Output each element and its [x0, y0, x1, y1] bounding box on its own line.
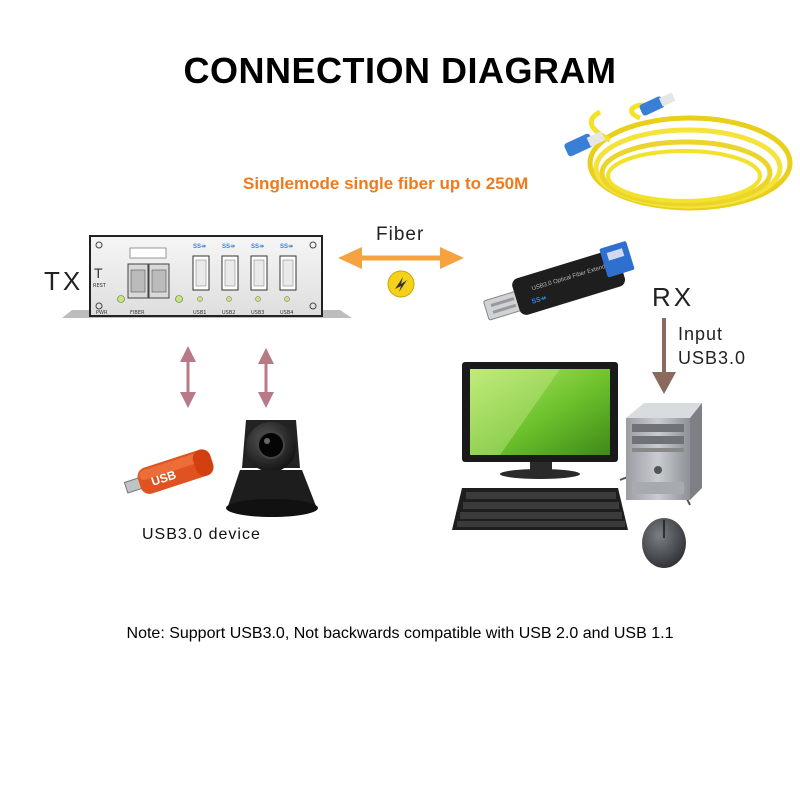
usb-port-1: SS⇸ USB1: [192, 244, 210, 316]
svg-text:SS⇸: SS⇸: [193, 244, 206, 250]
keyboard-icon: [452, 488, 628, 530]
rx-label: RX: [652, 282, 695, 312]
pwr-led-icon: [117, 295, 125, 303]
input-label-line2: USB3.0: [678, 348, 747, 368]
svg-text:USB2: USB2: [222, 310, 235, 316]
usb-port-4: SS⇸ USB4: [279, 244, 297, 316]
usb-port-3: SS⇸ USB3: [250, 244, 268, 316]
fiber-label: Fiber: [376, 224, 425, 245]
fiber-patch-cable: [564, 92, 793, 211]
input-label-line1: Input: [678, 324, 724, 344]
diagram-title: CONNECTION DIAGRAM: [183, 50, 617, 91]
tx-rest-label: REST: [93, 283, 107, 289]
tx-fiber-label: FIBER: [130, 310, 145, 316]
svg-text:SS⇸: SS⇸: [280, 244, 293, 250]
usb-device-label: USB3.0 device: [142, 526, 261, 543]
monitor-icon: [462, 362, 618, 479]
fiber-distance-note: Singlemode single fiber up to 250M: [243, 174, 529, 193]
input-usb-label: Input USB3.0: [678, 322, 746, 370]
usb-stick-link-arrow: [180, 346, 196, 408]
usb-stick-icon: USB: [123, 449, 214, 494]
compatibility-note: Note: Support USB3.0, Not backwards comp…: [126, 625, 674, 642]
svg-text:USB3: USB3: [251, 310, 264, 316]
tx-panel-t-label: T: [94, 265, 103, 281]
rx-usb-fiber-dongle: USB3.0 Optical Fiber Extender SS⇸: [483, 241, 635, 321]
svg-text:SS⇸: SS⇸: [531, 295, 548, 306]
pc-tower-icon: [626, 403, 702, 500]
camera-link-arrow: [258, 348, 274, 408]
ptz-camera-icon: [226, 420, 318, 517]
svg-text:SS⇸: SS⇸: [251, 244, 264, 250]
input-usb-arrow: [652, 318, 676, 394]
svg-text:USB4: USB4: [280, 310, 293, 316]
usb-port-2: SS⇸ USB2: [221, 244, 239, 316]
svg-text:SS⇸: SS⇸: [222, 244, 235, 250]
fiber-link-arrow: [338, 247, 464, 269]
tx-label: TX: [44, 266, 84, 296]
svg-text:USB1: USB1: [193, 310, 206, 316]
tx-pwr-label: PWR: [96, 310, 108, 316]
fiber-link-icon: [387, 270, 415, 298]
tx-device-panel: T REST PWR FIBER SS⇸ USB1 SS⇸ USB2 SS⇸: [62, 235, 352, 318]
